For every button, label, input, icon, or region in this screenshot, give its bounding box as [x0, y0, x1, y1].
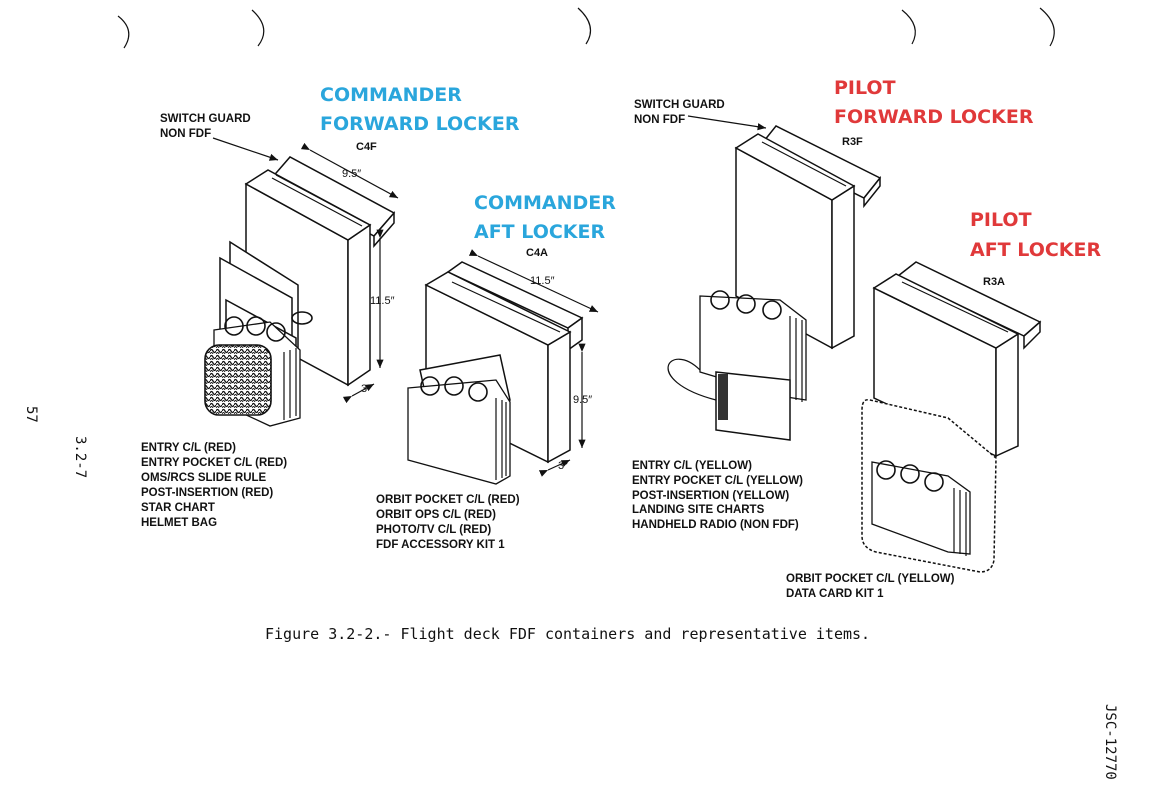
pilot-fwd-item-list: ENTRY C/L (YELLOW) ENTRY POCKET C/L (YEL… — [632, 460, 803, 531]
pilot-fwd-title-line2: FORWARD LOCKER — [834, 106, 1034, 128]
pilot-aft-item-list: ORBIT POCKET C/L (YELLOW) DATA CARD KIT … — [786, 573, 955, 600]
cmdr-fwd-title-line2: FORWARD LOCKER — [320, 113, 520, 135]
list-item: ORBIT POCKET C/L (RED) — [376, 494, 520, 506]
list-item: STAR CHART — [141, 502, 215, 514]
c4f-depth-dim: 3″ — [361, 383, 371, 395]
list-item: PHOTO/TV C/L (RED) — [376, 524, 491, 536]
list-item: HELMET BAG — [141, 517, 217, 529]
cmdr-aft-item-list: ORBIT POCKET C/L (RED) ORBIT OPS C/L (RE… — [376, 494, 520, 551]
pilot-fwd-title-line1: PILOT — [834, 77, 896, 99]
r3f-locker-drawing — [667, 115, 882, 441]
pilot-switch-guard-line2: NON FDF — [634, 114, 685, 126]
list-item: POST-INSERTION (YELLOW) — [632, 490, 789, 502]
c4a-width-dim: 11.5″ — [530, 275, 555, 287]
list-item: ENTRY C/L (YELLOW) — [632, 460, 752, 472]
list-item: FDF ACCESSORY KIT 1 — [376, 539, 505, 551]
r3f-id: R3F — [842, 136, 863, 148]
document-id: JSC-12770 — [1102, 704, 1118, 780]
r3a-locker-drawing — [861, 261, 1042, 573]
cmdr-fwd-title-line1: COMMANDER — [320, 84, 462, 106]
c4a-depth-dim: 3″ — [558, 460, 568, 472]
cmdr-fwd-item-list: ENTRY C/L (RED) ENTRY POCKET C/L (RED) O… — [141, 442, 287, 529]
c4f-height-dim: 11.5″ — [370, 295, 395, 307]
list-item: ORBIT OPS C/L (RED) — [376, 509, 496, 521]
r3a-id: R3A — [983, 276, 1005, 288]
pilot-aft-title-line1: PILOT — [970, 209, 1032, 231]
c4a-locker-drawing — [407, 249, 599, 485]
list-item: OMS/RCS SLIDE RULE — [141, 472, 267, 484]
list-item: POST-INSERTION (RED) — [141, 487, 273, 499]
cmdr-aft-title-line1: COMMANDER — [474, 192, 616, 214]
cmdr-switch-guard-line2: NON FDF — [160, 128, 211, 140]
list-item: DATA CARD KIT 1 — [786, 588, 884, 600]
pilot-aft-title-line2: AFT LOCKER — [970, 239, 1101, 261]
list-item: ORBIT POCKET C/L (YELLOW) — [786, 573, 955, 585]
figure-caption: Figure 3.2-2.- Flight deck FDF container… — [265, 625, 870, 643]
c4f-width-dim: 9.5″ — [342, 168, 361, 180]
list-item: ENTRY POCKET C/L (YELLOW) — [632, 475, 803, 487]
c4f-locker-drawing — [204, 137, 399, 427]
list-item: HANDHELD RADIO (NON FDF) — [632, 519, 799, 531]
list-item: LANDING SITE CHARTS — [632, 504, 765, 516]
binder-hole-marks — [117, 7, 1055, 49]
cmdr-aft-title-line2: AFT LOCKER — [474, 221, 605, 243]
section-number: 3.2-7 — [72, 436, 88, 478]
c4a-id: C4A — [526, 247, 548, 259]
page-number: 57 — [23, 406, 39, 423]
c4f-id: C4F — [356, 141, 377, 153]
pilot-switch-guard-line1: SWITCH GUARD — [634, 99, 725, 111]
list-item: ENTRY C/L (RED) — [141, 442, 236, 454]
c4a-height-dim: 9.5″ — [573, 394, 592, 406]
list-item: ENTRY POCKET C/L (RED) — [141, 457, 287, 469]
cmdr-switch-guard-line1: SWITCH GUARD — [160, 113, 251, 125]
